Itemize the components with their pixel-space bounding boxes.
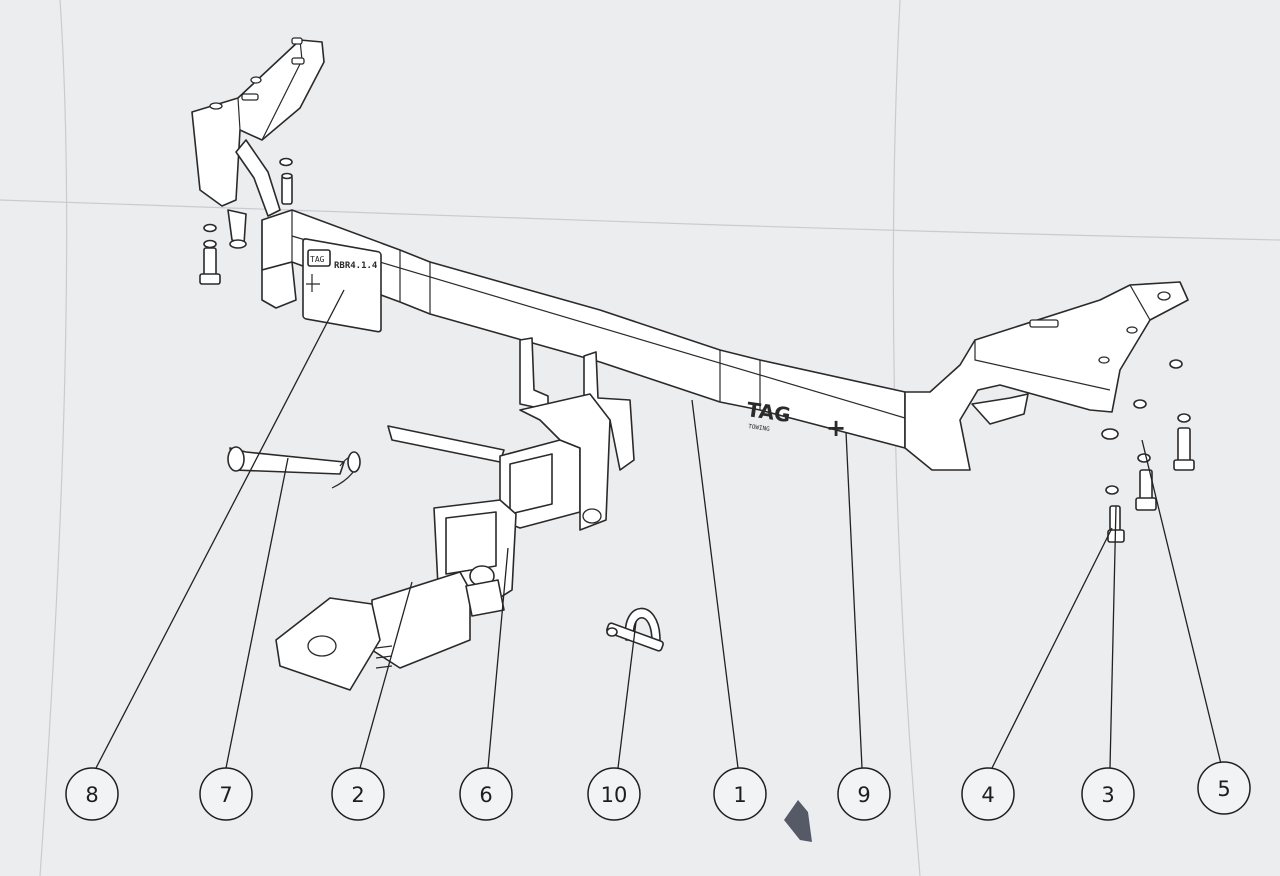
callout-label: 5 xyxy=(1217,777,1230,801)
plus-decal-symbol: + xyxy=(826,414,846,442)
sticker-code-text: RBR4.1.4 xyxy=(334,261,378,271)
callout-9: 9 xyxy=(837,767,891,821)
callout-2: 2 xyxy=(331,767,385,821)
callout-8: 8 xyxy=(65,767,119,821)
callout-label: 9 xyxy=(857,783,870,807)
callout-label: 2 xyxy=(351,783,364,807)
callout-7: 7 xyxy=(199,767,253,821)
callout-10: 10 xyxy=(587,767,641,821)
callout-3: 3 xyxy=(1081,767,1135,821)
right-bolts xyxy=(1101,359,1195,543)
callout-4: 4 xyxy=(961,767,1015,821)
callout-1: 1 xyxy=(713,767,767,821)
callout-label: 6 xyxy=(479,783,492,807)
tow-ball-tongue xyxy=(275,499,517,691)
tag-logo-subtext: TOWING xyxy=(748,423,771,433)
callout-label: 7 xyxy=(219,783,232,807)
hitch-pin xyxy=(227,446,361,489)
main-crossbar: TAG RBR4.1.4 TAG TOWING + xyxy=(261,209,906,449)
callout-5: 5 xyxy=(1197,761,1251,815)
callout-label: 10 xyxy=(601,783,628,807)
right-mounting-plate xyxy=(904,281,1189,471)
callout-label: 8 xyxy=(85,783,98,807)
callout-label: 3 xyxy=(1101,783,1114,807)
paper-tear-mark xyxy=(784,800,812,842)
leader-lines xyxy=(95,289,1223,769)
receiver-hitch xyxy=(387,337,635,531)
callout-label: 1 xyxy=(733,783,746,807)
callout-6: 6 xyxy=(459,767,513,821)
callout-label: 4 xyxy=(981,783,994,807)
sticker-tag-text: TAG xyxy=(310,255,325,264)
left-bolts xyxy=(199,157,293,285)
left-mounting-bracket xyxy=(191,37,325,249)
